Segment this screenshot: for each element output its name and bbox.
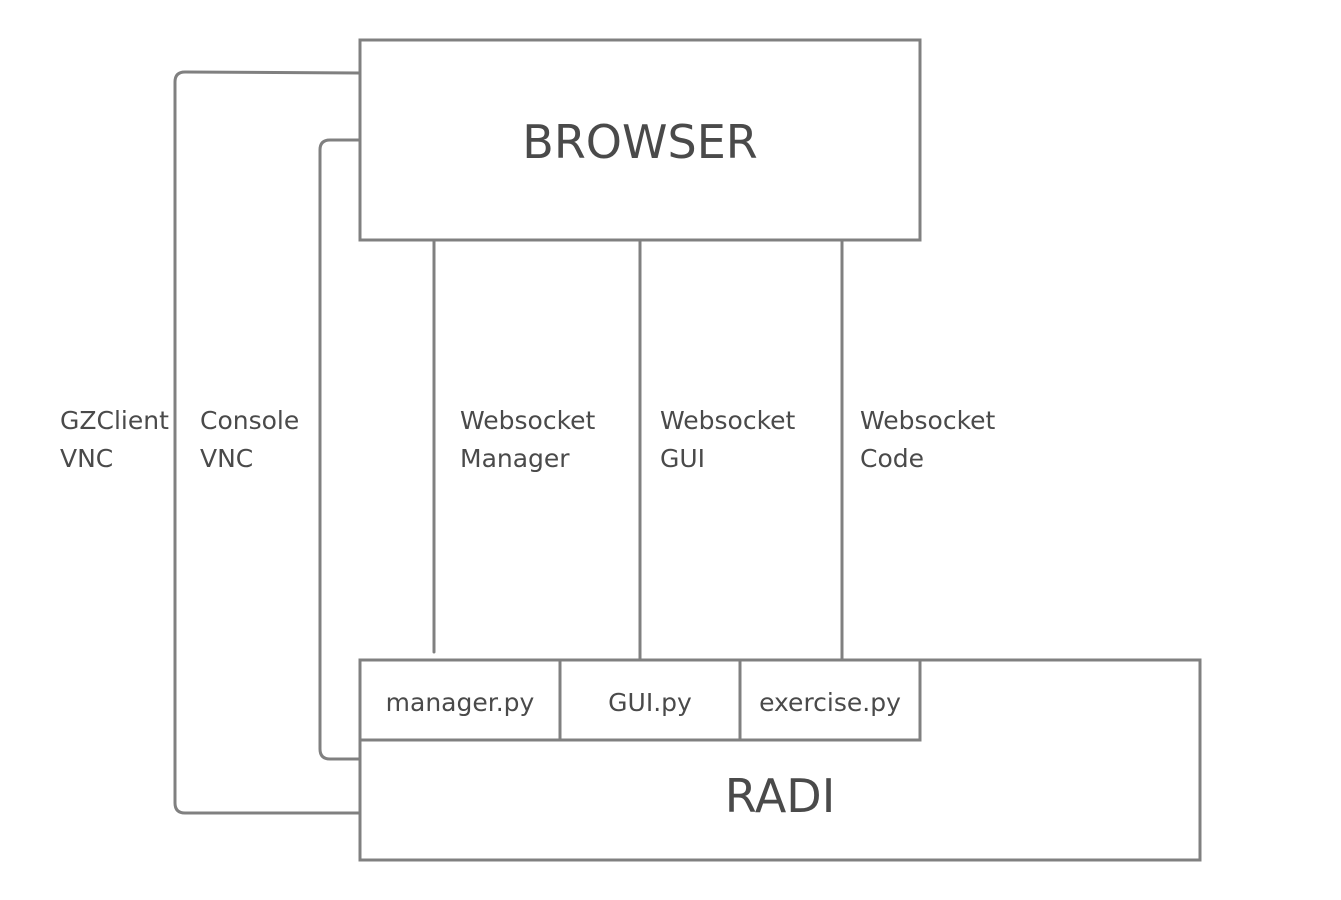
gui-py-module [558, 658, 742, 742]
gzclient-vnc-connector [173, 70, 362, 815]
radi-label: RADI [725, 769, 836, 823]
exercise-py-module [738, 658, 922, 742]
exercise-py-label: exercise.py [759, 688, 901, 717]
websocket-code-label-line1: Websocket [860, 406, 996, 435]
browser-label: BROWSER [522, 115, 757, 169]
console-label-line2: VNC [200, 444, 253, 473]
manager-py-label: manager.py [386, 688, 535, 717]
websocket-manager-label-line2: Manager [460, 444, 570, 473]
gzclient-label-line2: VNC [60, 444, 113, 473]
console-vnc-connector [318, 138, 362, 761]
websocket-gui-label-line2: GUI [660, 444, 705, 473]
manager-py-module [358, 658, 562, 742]
gui-py-label: GUI.py [608, 688, 692, 717]
websocket-gui-label-line1: Websocket [660, 406, 796, 435]
gzclient-label-line1: GZClient [60, 406, 169, 435]
websocket-code-label-line2: Code [860, 444, 924, 473]
browser-box [358, 38, 922, 242]
websocket-manager-label-line1: Websocket [460, 406, 596, 435]
console-label-line1: Console [200, 406, 299, 435]
